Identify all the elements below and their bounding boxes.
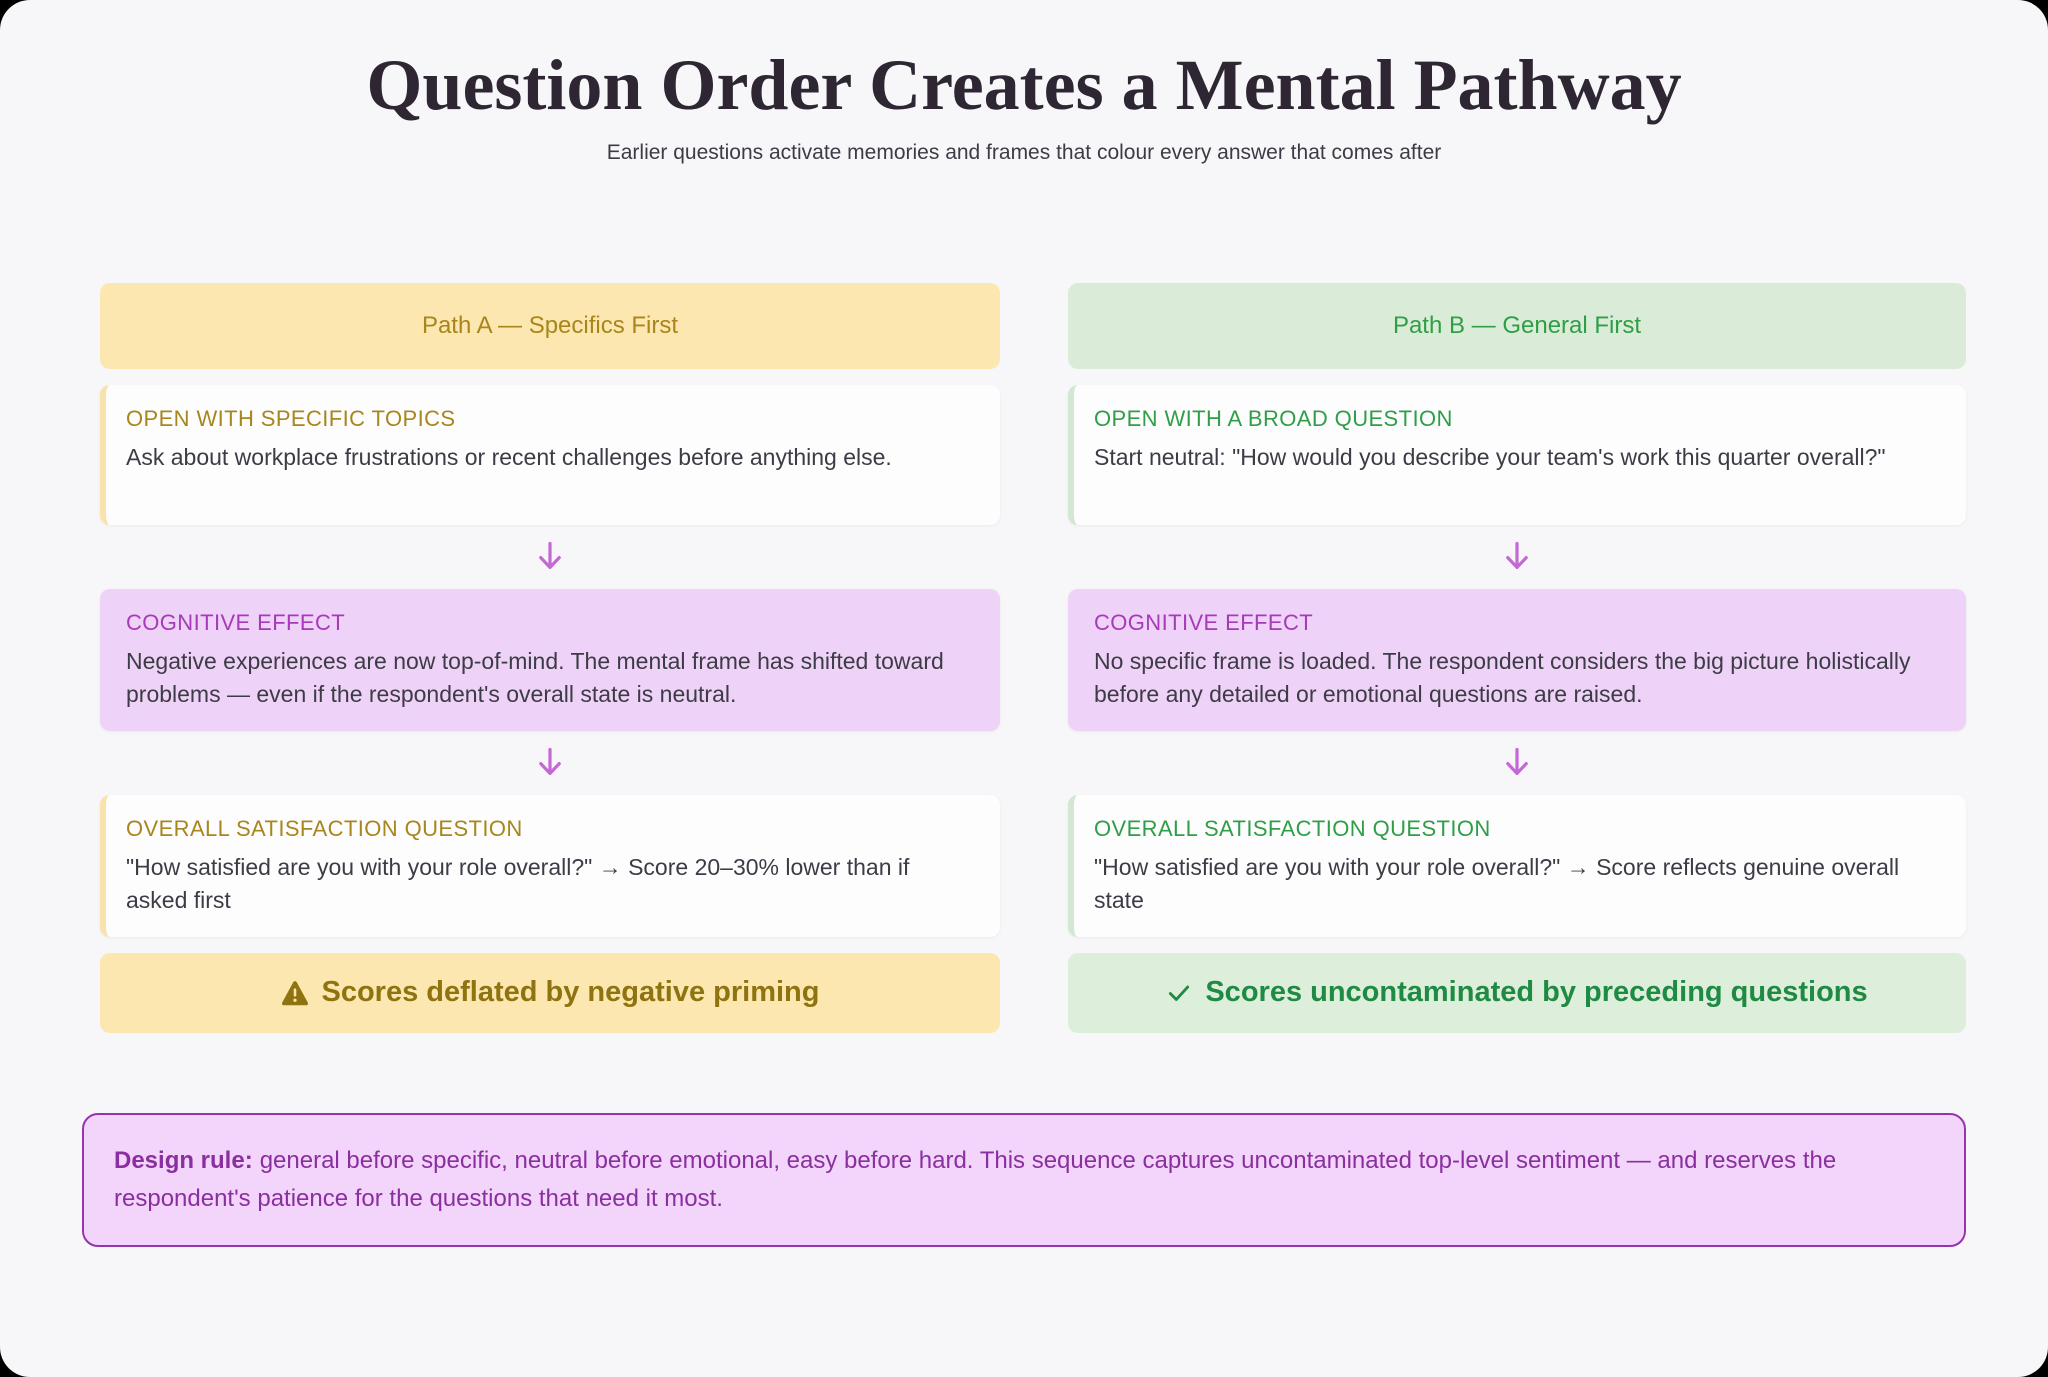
outcome-text: Scores uncontaminated by preceding quest…: [1205, 976, 1868, 1009]
step-label: OPEN WITH A BROAD QUESTION: [1094, 406, 1453, 432]
path-a-header: Path A — Specifics First: [100, 283, 1000, 370]
step-label: OVERALL SATISFACTION QUESTION: [126, 815, 523, 841]
path-a-outcome-banner: Scores deflated by negative priming: [100, 952, 1000, 1033]
path-a-step-2-card: COGNITIVE EFFECT Negative experiences ar…: [100, 589, 1000, 731]
path-b-step-2-card: COGNITIVE EFFECT No specific frame is lo…: [1068, 589, 1966, 731]
path-b-outcome-banner: Scores uncontaminated by preceding quest…: [1068, 952, 1966, 1033]
design-rule-box: Design rule:general before specific, neu…: [82, 1112, 1966, 1247]
step-body: Negative experiences are now top-of-mind…: [126, 648, 944, 708]
step-body: "How satisfied are you with your role ov…: [126, 853, 910, 913]
step-body: "How satisfied are you with your role ov…: [1094, 853, 1900, 913]
warning-icon: [281, 980, 309, 1006]
step-body: Start neutral: "How would you describe y…: [1094, 444, 1886, 471]
path-b-header: Path B — General First: [1068, 283, 1966, 370]
path-b-step-1-card: OPEN WITH A BROAD QUESTION Start neutral…: [1068, 385, 1966, 526]
arrow-down-icon: [100, 541, 1000, 573]
arrow-down-icon: [1068, 747, 1966, 779]
arrow-down-icon: [1068, 541, 1966, 573]
step-body: No specific frame is loaded. The respond…: [1094, 648, 1911, 708]
path-a-step-1-card: OPEN WITH SPECIFIC TOPICS Ask about work…: [100, 385, 1000, 526]
design-rule-text: general before specific, neutral before …: [114, 1146, 1837, 1212]
arrow-down-icon: [100, 747, 1000, 779]
paths-grid: Path A — Specifics First Path B — Genera…: [100, 283, 1968, 1033]
step-body: Ask about workplace frustrations or rece…: [126, 444, 892, 471]
design-rule-label: Design rule:: [114, 1146, 253, 1174]
page-title: Question Order Creates a Mental Pathway: [366, 45, 1682, 125]
step-label: COGNITIVE EFFECT: [1094, 610, 1314, 636]
path-b-step-3-card: OVERALL SATISFACTION QUESTION "How satis…: [1068, 794, 1966, 937]
step-label: COGNITIVE EFFECT: [126, 610, 346, 636]
step-label: OPEN WITH SPECIFIC TOPICS: [126, 406, 456, 432]
page-subtitle: Earlier questions activate memories and …: [606, 141, 1442, 165]
step-label: OVERALL SATISFACTION QUESTION: [1094, 815, 1491, 841]
outcome-text: Scores deflated by negative priming: [321, 976, 820, 1009]
check-icon: [1166, 980, 1192, 1006]
path-a-step-3-card: OVERALL SATISFACTION QUESTION "How satis…: [100, 794, 1000, 937]
